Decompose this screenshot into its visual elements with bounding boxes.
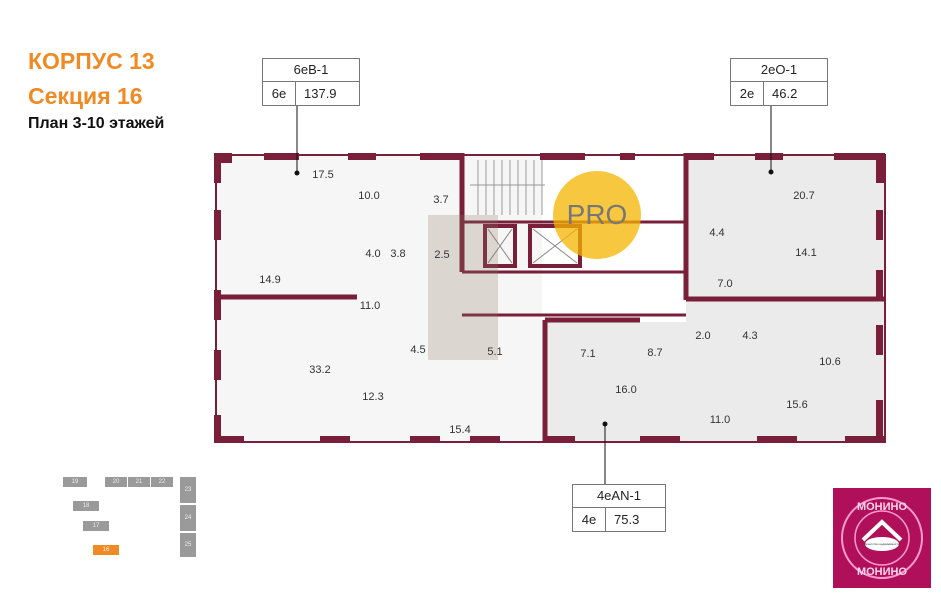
logo-caption: Агентство недвижимости bbox=[865, 542, 900, 546]
room-area-label: 11.0 bbox=[709, 414, 731, 426]
section-block-22[interactable]: 22 bbox=[151, 477, 173, 487]
room-area-label: 33.2 bbox=[309, 364, 331, 376]
section-block-18[interactable]: 18 bbox=[73, 501, 99, 511]
room-area-label: 7.1 bbox=[580, 348, 596, 360]
room-area-label: 3.7 bbox=[433, 194, 449, 206]
room-area-label: 2.5 bbox=[434, 249, 450, 261]
room-area-label: 14.1 bbox=[795, 247, 817, 259]
room-area-label: 10.6 bbox=[819, 356, 841, 368]
room-area-label: 15.4 bbox=[449, 424, 471, 436]
room-area-label: 20.7 bbox=[793, 190, 815, 202]
apartment-area: 46.2 bbox=[772, 86, 798, 101]
apartment-4eAN-1-area[interactable] bbox=[545, 300, 885, 443]
apartment-code: 4eAN-1 bbox=[573, 485, 665, 508]
room-area-label: 14.9 bbox=[259, 274, 281, 286]
apartment-area: 137.9 bbox=[304, 86, 337, 101]
section-block-25[interactable]: 25 bbox=[180, 533, 196, 557]
plan-subtitle: План 3-10 этажей bbox=[28, 115, 165, 132]
section-block-21[interactable]: 21 bbox=[128, 477, 150, 487]
staircase bbox=[470, 160, 545, 215]
room-area-label: 15.6 bbox=[786, 399, 808, 411]
room-area-label: 16.0 bbox=[615, 384, 637, 396]
room-area-label: 2.0 bbox=[695, 330, 711, 342]
callout-lines bbox=[296, 105, 772, 484]
watermark-shape bbox=[428, 215, 498, 360]
room-area-label: 11.0 bbox=[359, 300, 381, 312]
logo-bottom-text: МОНИНО bbox=[857, 566, 908, 578]
room-area-label: 4.4 bbox=[709, 227, 725, 239]
building-title: КОРПУС 13 bbox=[28, 48, 155, 74]
apartment-type: 4е bbox=[573, 508, 606, 531]
apartment-callout-4eAN-1[interactable]: 4eAN-1 4е 75.3 bbox=[572, 484, 666, 532]
section-block-17[interactable]: 17 bbox=[83, 521, 109, 531]
watermark-text: PRO bbox=[567, 199, 628, 230]
apartment-area: 75.3 bbox=[614, 512, 640, 527]
apartment-type: 6е bbox=[263, 82, 296, 105]
room-area-label: 4.5 bbox=[410, 344, 426, 356]
callout-dots bbox=[294, 169, 774, 427]
section-block-23[interactable]: 23 bbox=[180, 477, 196, 503]
room-area-label: 17.5 bbox=[312, 169, 334, 181]
room-area-label: 7.0 bbox=[717, 278, 733, 290]
apartment-callout-2eO-1[interactable]: 2eO-1 2е 46.2 bbox=[730, 58, 828, 106]
section-block-20[interactable]: 20 bbox=[105, 477, 127, 487]
apartment-code: 2eO-1 bbox=[731, 59, 827, 82]
apartment-code: 6eB-1 bbox=[263, 59, 359, 82]
apartment-type: 2е bbox=[731, 82, 764, 105]
apartment-callout-6eB-1[interactable]: 6eB-1 6е 137.9 bbox=[262, 58, 360, 106]
agency-logo: МОНИНО МОНИНО Агентство недвижимости bbox=[833, 488, 931, 588]
room-area-label: 4.3 bbox=[742, 330, 758, 342]
wall-piers bbox=[214, 153, 885, 443]
room-area-label: 8.7 bbox=[647, 347, 663, 359]
logo-top-text: МОНИНО bbox=[857, 501, 908, 513]
room-area-label: 10.0 bbox=[358, 190, 380, 202]
room-area-label: 12.3 bbox=[362, 391, 384, 403]
section-block-16[interactable]: 16 bbox=[93, 545, 119, 555]
apartment-2eO-1-area[interactable] bbox=[686, 155, 885, 297]
room-area-label: 4.0 bbox=[365, 248, 381, 260]
room-area-label: 5.1 bbox=[487, 346, 503, 358]
section-block-24[interactable]: 24 bbox=[180, 505, 196, 531]
section-block-19[interactable]: 19 bbox=[63, 477, 87, 487]
room-area-label: 3.8 bbox=[390, 248, 406, 260]
section-title: Секция 16 bbox=[28, 83, 143, 109]
watermark-circle bbox=[553, 171, 641, 259]
